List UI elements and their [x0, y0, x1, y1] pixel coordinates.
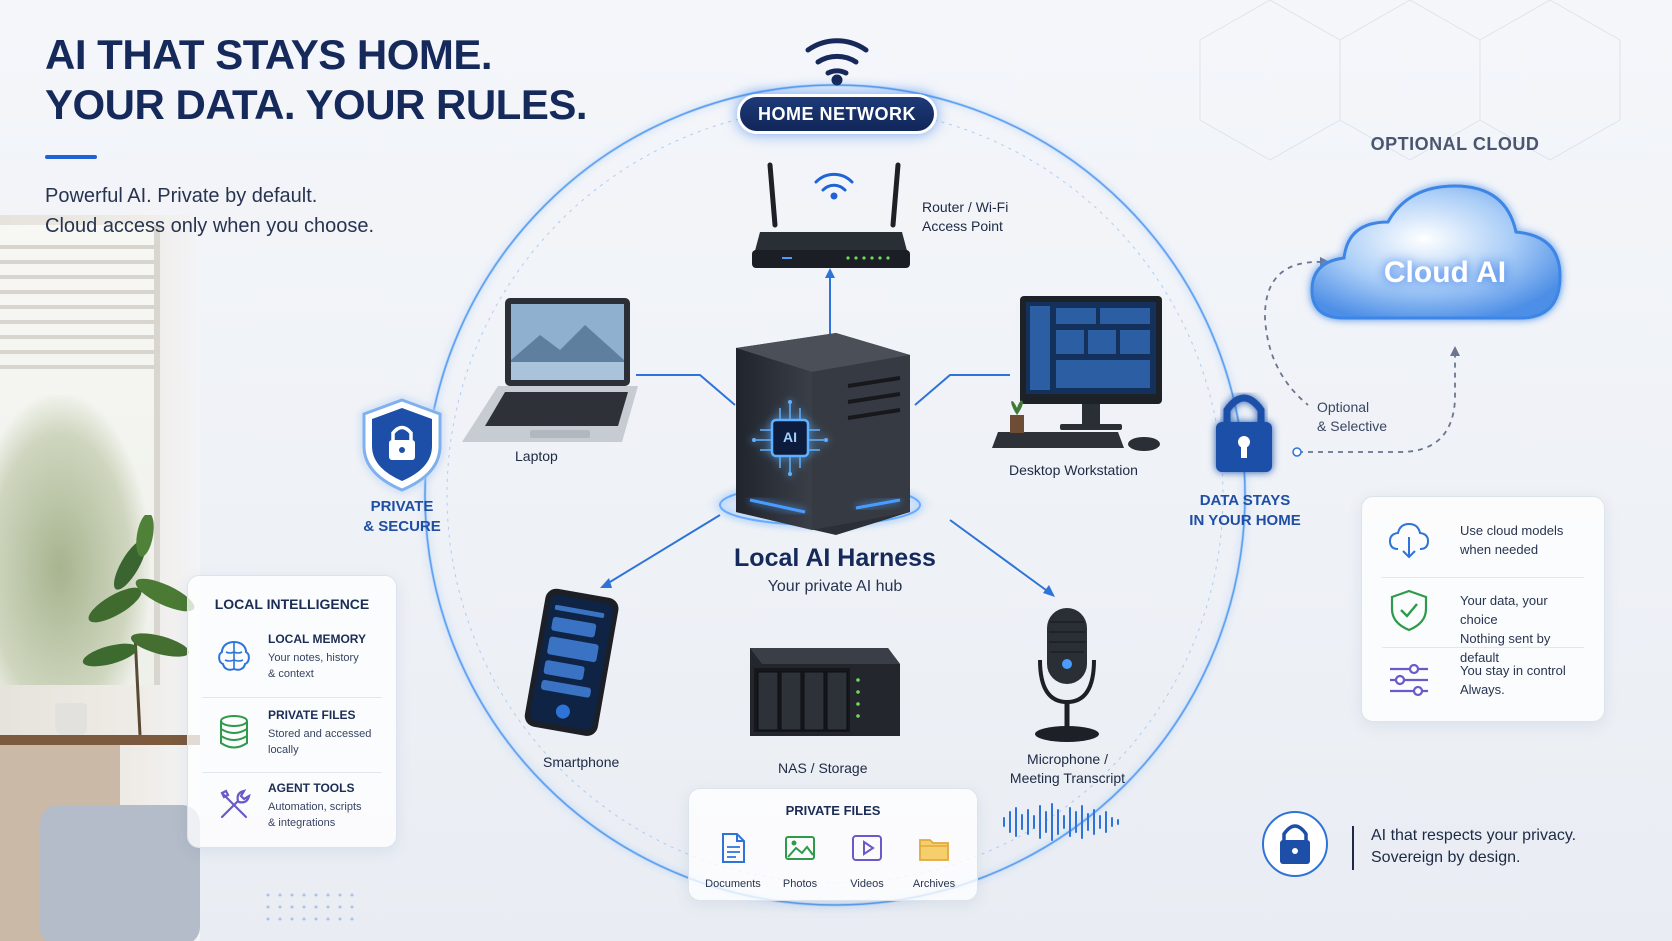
private-files-title: PRIVATE FILES: [785, 803, 881, 818]
microphone-label: Microphone /Meeting Transcript: [1009, 751, 1126, 786]
photo-icon: [785, 836, 815, 860]
archives-item: Archives: [900, 831, 968, 890]
privacy-lock-icon: [1262, 811, 1328, 877]
ai-chip-label: AI: [783, 429, 797, 445]
cloud-download-icon: [1388, 522, 1430, 559]
videos-item: Videos: [833, 831, 901, 890]
router-wifi-icon: [814, 172, 854, 200]
hub-subtitle: Your private AI hub: [767, 578, 903, 595]
laptop-label: Laptop: [515, 448, 558, 464]
private-secure-label: PRIVATE& SECURE: [363, 498, 441, 535]
hub-title: Local AI Harness: [734, 544, 936, 572]
shield-lock-icon: [362, 398, 442, 492]
database-icon: [220, 715, 248, 749]
nas-device: [750, 648, 900, 736]
background-pattern: [1199, 0, 1621, 161]
documents-item: Documents: [699, 831, 767, 890]
local-intelligence-title: LOCAL INTELLIGENCE: [214, 596, 370, 612]
microphone-device: [1035, 608, 1099, 742]
brain-icon: [218, 640, 250, 671]
laptop-device: [462, 298, 638, 442]
nas-label: NAS / Storage: [778, 760, 868, 776]
document-icon: [722, 833, 745, 863]
folder-icon: [919, 839, 949, 861]
room-photo: [0, 215, 200, 941]
photos-item: Photos: [766, 831, 834, 890]
desktop-device: [992, 296, 1162, 451]
link-laptop: [636, 374, 736, 406]
private-files-card: PRIVATE FILES Documents Photos Videos Ar…: [688, 788, 978, 901]
ai-chip-icon: [752, 400, 828, 476]
cloud-link: [1264, 261, 1456, 453]
link-microphone: [949, 519, 1051, 594]
dot-pattern: [266, 893, 354, 921]
wifi-icon: [805, 38, 869, 86]
local-memory-row: LOCAL MEMORY Your notes, history& contex…: [202, 626, 382, 696]
tools-icon: [220, 789, 251, 819]
title-line-1: AI THAT STAYS HOME.: [45, 31, 493, 78]
video-icon: [852, 835, 882, 861]
optional-selective-label: Optional& Selective: [1317, 399, 1388, 434]
sliders-icon: [1390, 663, 1428, 697]
page-title: AI THAT STAYS HOME. YOUR DATA. YOUR RULE…: [45, 30, 588, 130]
router-device: [752, 162, 910, 268]
optional-cloud-title: OPTIONAL CLOUD: [1370, 134, 1540, 154]
shield-check-icon: [1390, 589, 1428, 632]
padlock-icon: [1216, 394, 1272, 472]
page-subtitle: Powerful AI. Private by default. Cloud a…: [45, 181, 374, 241]
plant-icon: [82, 515, 195, 735]
desktop-label: Desktop Workstation: [1009, 462, 1138, 478]
subtitle-line-2: Cloud access only when you choose.: [45, 215, 375, 237]
link-smartphone: [604, 514, 721, 586]
local-intelligence-card: LOCAL INTELLIGENCE LOCAL MEMORY Your not…: [187, 575, 397, 848]
link-desktop: [914, 374, 1010, 406]
title-underline: [45, 155, 97, 159]
ai-hub-tower: [736, 333, 910, 535]
title-line-2: YOUR DATA. YOUR RULES.: [45, 81, 588, 128]
cloud-ai-label: Cloud AI: [1383, 256, 1507, 289]
smartphone-label: Smartphone: [543, 754, 620, 770]
chair: [40, 805, 200, 941]
home-network-badge: HOME NETWORK: [737, 94, 937, 134]
soundwave-icon: [1003, 803, 1119, 841]
subtitle-line-1: Powerful AI. Private by default.: [45, 185, 318, 207]
footer-statement: AI that respects your privacy. Sovereign…: [1371, 827, 1577, 866]
connector-lines: [600, 268, 1055, 597]
agent-tools-row: AGENT TOOLS Automation, scripts& integra…: [202, 775, 382, 845]
cloud-ai-icon: [1310, 184, 1562, 320]
mug: [55, 703, 87, 735]
smartphone-device: [524, 588, 619, 736]
footer-divider: [1352, 826, 1354, 870]
